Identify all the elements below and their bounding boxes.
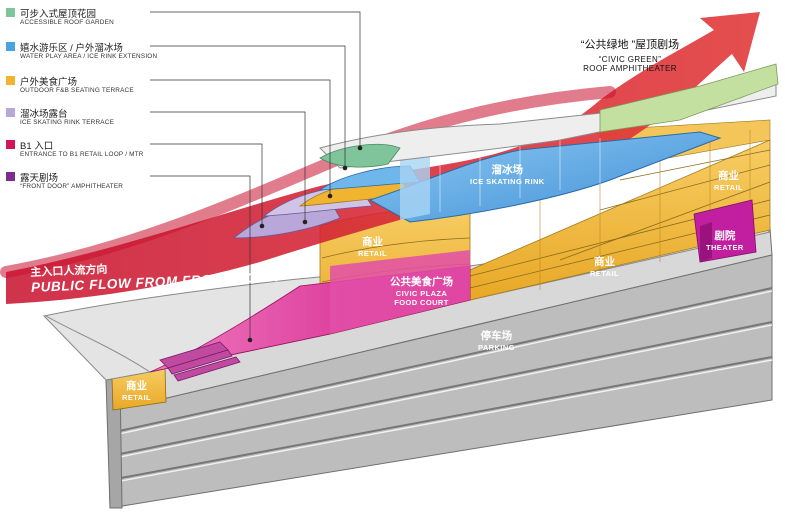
legend-item-roof-garden: 可步入式屋顶花园 ACCESSIBLE ROOF GARDEN [6, 6, 306, 36]
parking-label-cn: 停车场 [480, 330, 513, 342]
parking-base [105, 227, 773, 509]
ice-rink-label-cn: 溜冰场 [491, 164, 524, 176]
ice-rink-label-en: ICE SKATING RINK [470, 177, 545, 186]
theater-label: 剧院 THEATER [706, 228, 744, 252]
legend-swatch [6, 172, 15, 181]
front-door-amphitheater [159, 341, 241, 382]
retail-label-cn: 商业 [717, 170, 739, 182]
theater-label-en: THEATER [706, 243, 744, 252]
retail-label-en: RETAIL [122, 393, 151, 402]
retail-label-en: RETAIL [358, 249, 387, 258]
legend-item-b1-entrance: B1 入口 ENTRANCE TO B1 RETAIL LOOP / MTR [6, 138, 306, 168]
retail-left-label: 商业 RETAIL [358, 234, 387, 258]
food-court-label-cn: 公共美食广场 [390, 276, 453, 288]
parking-label: 停车场 PARKING [478, 328, 515, 352]
legend-label-cn: 溜冰场露台 [20, 109, 68, 120]
retail-label-cn: 商业 [125, 380, 147, 392]
retail-mid-label: 商业 RETAIL [590, 254, 619, 278]
legend-label-en: ENTRANCE TO B1 RETAIL LOOP / MTR [20, 151, 144, 158]
legend-item-ice-terrace: 溜冰场露台 ICE SKATING RINK TERRACE [6, 106, 306, 136]
retail-base-label: 商业 RETAIL [122, 378, 151, 402]
retail-upper-right-label: 商业 RETAIL [714, 168, 743, 192]
legend-swatch [6, 140, 15, 149]
roof-canopy [319, 81, 777, 169]
legend-item-water-play: 嬉水游乐区 / 户外溜冰场 WATER PLAY AREA / ICE RINK… [6, 40, 306, 70]
legend-label-cn: 嬉水游乐区 / 户外溜冰场 [20, 43, 123, 54]
legend-swatch [6, 8, 15, 17]
legend-label-cn: 可步入式屋顶花园 [20, 9, 97, 20]
roof-green [599, 63, 779, 133]
food-court-label-en1: CIVIC PLAZA [395, 289, 448, 298]
leader-dots [247, 145, 363, 343]
legend-swatch [6, 42, 15, 51]
retail-label-en: RETAIL [714, 183, 743, 192]
legend-swatch [6, 76, 15, 85]
legend-label-cn: B1 入口 [20, 141, 54, 152]
legend-label-en: OUTDOOR F&B SEATING TERRACE [20, 87, 134, 94]
parking-label-en: PARKING [478, 343, 515, 352]
ice-rink-label: 溜冰场 ICE SKATING RINK [470, 162, 545, 186]
retail-label-en: RETAIL [590, 269, 619, 278]
roof-amphitheater-title: “公共绿地 ”屋顶剧场 “CIVIC GREEN” ROOF AMPHITHEA… [540, 36, 720, 73]
legend-label-en: WATER PLAY AREA / ICE RINK EXTENSION [20, 53, 158, 60]
legend-label-en: ICE SKATING RINK TERRACE [20, 119, 115, 126]
terrace-stack [232, 63, 779, 239]
legend-label-cn: 露天剧场 [20, 173, 59, 184]
theater-label-cn: 剧院 [714, 230, 736, 242]
food-court-label-en2: FOOD COURT [394, 298, 449, 307]
legend-item-amphitheater: 露天剧场 “FRONT DOOR” AMPHITHEATER [6, 170, 306, 200]
roof-title-en-line1: “CIVIC GREEN” [598, 55, 662, 64]
leader-lines [150, 11, 361, 340]
legend-label-en: “FRONT DOOR” AMPHITHEATER [20, 183, 124, 190]
legend-label-cn: 户外美食广场 [20, 77, 78, 88]
legend-swatch [6, 108, 15, 117]
retail-label-cn: 商业 [593, 256, 615, 268]
roof-title-en-line2: ROOF AMPHITHEATER [583, 64, 677, 73]
legend-label-en: ACCESSIBLE ROOF GARDEN [20, 19, 114, 26]
food-court-label: 公共美食广场 CIVIC PLAZA FOOD COURT [390, 274, 453, 307]
retail-label-cn: 商业 [361, 236, 383, 248]
legend-item-outdoor-fb: 户外美食广场 OUTDOOR F&B SEATING TERRACE [6, 74, 306, 104]
roof-title-cn: “公共绿地 ”屋顶剧场 [580, 39, 680, 51]
